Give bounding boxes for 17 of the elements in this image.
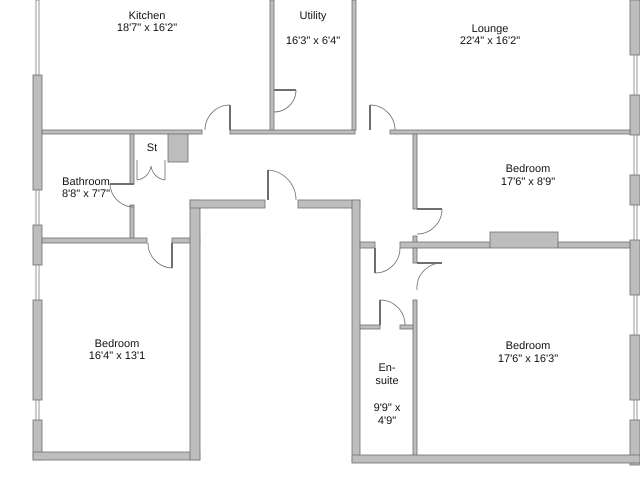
room-label: 9'9" x 4'9" <box>372 402 402 428</box>
room-label: 17'6" x 16'3" <box>496 353 560 366</box>
room-label: 16'4" x 13'1 <box>88 350 146 363</box>
room-label: Kitchen <box>128 10 166 23</box>
room-label: Lounge <box>470 23 510 36</box>
room-label: En-suite <box>374 362 400 388</box>
room-label: St <box>146 142 158 155</box>
room-label: 22'4" x 16'2" <box>458 35 522 48</box>
room-label: Bathroom <box>61 176 111 189</box>
room-label: 18'7" x 16'2" <box>116 22 178 35</box>
room-label: Bedroom <box>94 338 140 351</box>
room-label: 17'6" x 8'9" <box>500 176 556 189</box>
room-label: Utility <box>298 10 328 23</box>
room-label: Bedroom <box>504 340 552 353</box>
room-label: 16'3" x 6'4" <box>284 35 342 48</box>
room-label: 8'8" x 7'7" <box>60 188 112 201</box>
room-label: Bedroom <box>504 163 552 176</box>
